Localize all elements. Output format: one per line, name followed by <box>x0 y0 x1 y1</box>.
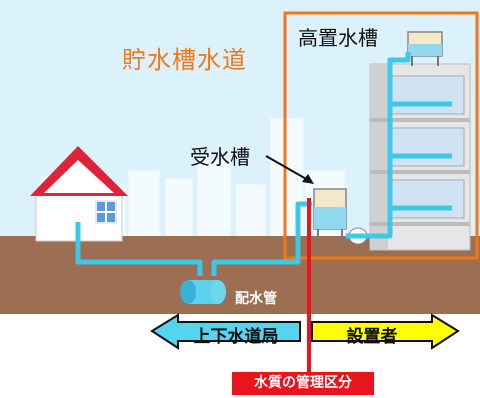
house <box>30 146 128 242</box>
distribution-main-label: 配水管 <box>235 291 277 307</box>
pointer-arrow <box>265 155 314 184</box>
water-pipes <box>75 52 452 276</box>
left-arrow <box>150 313 301 350</box>
apartment-building <box>369 63 471 251</box>
installer-area-frame <box>283 11 479 260</box>
left-arrow-label: 上下水道局 <box>193 327 279 347</box>
receiving-tank <box>313 188 347 244</box>
right-arrow-label: 設置者 <box>346 327 398 347</box>
receiving-tank-label: 受水槽 <box>190 145 250 169</box>
diagram-title: 貯水槽水道 <box>122 46 247 74</box>
elevated-tank <box>407 31 443 66</box>
right-arrow <box>311 313 460 350</box>
distribution-main-pipe <box>180 280 226 304</box>
boundary-label: 水質の管理区分 <box>232 372 374 395</box>
elevated-tank-label: 高置水槽 <box>298 26 378 50</box>
